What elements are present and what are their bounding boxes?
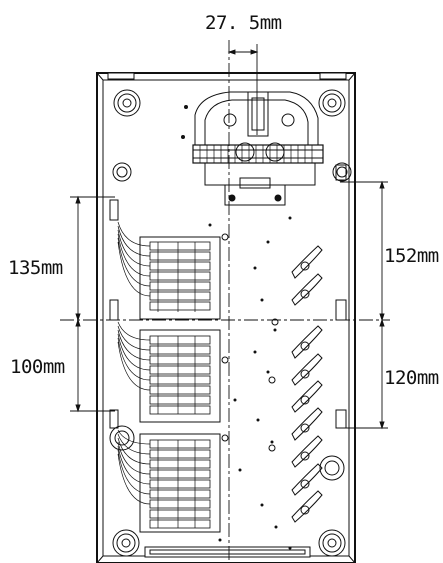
dimension-top — [227, 44, 259, 135]
mounting-boss-lower-left — [109, 425, 135, 451]
fiber-guide-clips — [291, 245, 323, 523]
splice-tray-assembly — [192, 91, 324, 206]
dim-label-top: 27. 5mm — [205, 12, 282, 34]
dimension-right — [340, 180, 388, 430]
enclosure-outline — [96, 72, 356, 563]
dim-label-lower-left: 100mm — [10, 356, 65, 378]
mounting-holes — [181, 105, 292, 550]
mounting-boss-top-right — [318, 89, 346, 117]
adapter-block-group-lower — [139, 433, 221, 533]
center-lines — [60, 40, 390, 563]
dim-label-upper-left: 135mm — [8, 257, 63, 279]
mounting-boss-bottom-left — [112, 529, 140, 557]
fiber-routing-lines — [117, 221, 151, 505]
adapter-block-group-upper — [139, 236, 221, 320]
mounting-boss-lower-right — [319, 455, 345, 481]
dimension-left — [70, 195, 115, 413]
mounting-boss-mid-right — [332, 162, 352, 182]
mounting-boss-mid-left — [112, 162, 132, 182]
small-ring-holes — [221, 233, 279, 452]
dim-label-upper-right: 152mm — [384, 245, 439, 267]
mounting-boss-bottom-right — [318, 529, 346, 557]
dim-label-lower-right: 120mm — [384, 367, 439, 389]
mounting-boss-top-left — [113, 89, 141, 117]
adapter-block-group-middle — [139, 329, 221, 423]
